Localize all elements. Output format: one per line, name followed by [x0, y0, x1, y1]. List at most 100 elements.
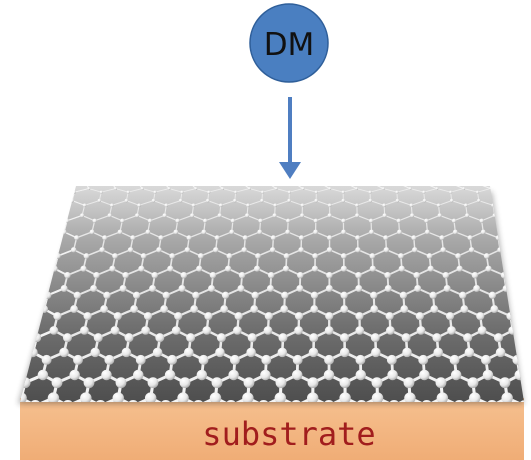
lattice-atom [370, 305, 379, 313]
lattice-atom [401, 333, 411, 343]
lattice-bond [115, 188, 129, 193]
lattice-atom [368, 190, 372, 194]
lattice-atom [190, 213, 195, 218]
lattice-bond [481, 214, 496, 222]
lattice-bond [47, 231, 65, 239]
lattice-bond [71, 200, 86, 206]
lattice-atom [197, 253, 204, 259]
lattice-atom [47, 392, 60, 402]
lattice-bond [315, 214, 331, 222]
lattice-atom [180, 271, 188, 279]
lattice-atom [410, 213, 415, 218]
lattice-atom [216, 333, 226, 343]
lattice-atom [287, 190, 291, 194]
lattice-atom [298, 235, 304, 241]
lattice-atom [254, 265, 261, 272]
lattice-atom [89, 229, 95, 235]
lattice-atom [70, 247, 77, 253]
lattice-bond [465, 200, 480, 206]
lattice-bond [207, 200, 222, 206]
lattice-bond [20, 186, 277, 190]
lattice-atom [52, 213, 57, 218]
lattice-bond [121, 214, 138, 222]
lattice-bond [521, 287, 524, 297]
lattice-atom [449, 354, 460, 365]
lattice-bond [20, 186, 465, 190]
lattice-atom [449, 198, 454, 203]
lattice-atom [194, 187, 198, 191]
lattice-bond [329, 214, 345, 222]
lattice-atom [137, 203, 141, 208]
lattice-atom [173, 229, 179, 235]
lattice-atom [455, 253, 461, 259]
lattice-atom [383, 247, 390, 253]
lattice-atom [488, 291, 497, 299]
lattice-atom [191, 203, 196, 208]
lattice-bond [519, 200, 524, 206]
lattice-atom [127, 247, 134, 253]
lattice-bond [26, 307, 46, 318]
lattice-atom [272, 213, 277, 218]
lattice-bond [509, 307, 524, 318]
lattice-bond [329, 188, 344, 193]
lattice-atom [140, 253, 147, 259]
lattice-atom [310, 291, 319, 299]
lattice-atom [141, 326, 150, 335]
lattice-atom [325, 312, 334, 321]
lattice-atom [104, 354, 115, 365]
lattice-bond [127, 188, 143, 193]
lattice-bond [149, 214, 166, 222]
lattice-atom [355, 326, 365, 335]
lattice-atom [147, 218, 153, 223]
lattice-bond [138, 200, 155, 206]
lattice-atom [450, 369, 462, 381]
lattice-atom [433, 347, 444, 358]
lattice-atom [459, 291, 467, 299]
lattice-atom [396, 218, 401, 223]
lattice-atom [202, 326, 212, 335]
lattice-atom [386, 354, 397, 365]
lattice-atom [312, 253, 319, 259]
lattice-bond [232, 214, 248, 222]
lattice-atom [258, 218, 263, 223]
lattice-bond [409, 188, 425, 193]
lattice-atom [368, 198, 373, 203]
lattice-bond [37, 267, 56, 277]
lattice-bond [47, 231, 65, 239]
lattice-bond [508, 214, 523, 222]
lattice-bond [20, 267, 27, 277]
lattice-atom [507, 218, 512, 223]
lattice-atom [419, 369, 430, 381]
lattice-atom [117, 229, 123, 235]
lattice-atom [115, 377, 127, 389]
lattice-atom [110, 203, 114, 208]
lattice-bond [369, 200, 385, 206]
lattice-atom [73, 354, 83, 365]
lattice-atom [175, 218, 180, 223]
lattice-atom [102, 235, 108, 241]
lattice-atom [32, 333, 42, 343]
lattice-atom [183, 347, 194, 358]
lattice-bond [525, 406, 527, 422]
lattice-bond [385, 231, 401, 239]
lattice-atom [384, 284, 392, 292]
lattice-atom [6, 423, 19, 436]
lattice-bond [154, 188, 170, 193]
lattice-atom [80, 392, 92, 402]
lattice-atom [1, 333, 10, 342]
lattice-bond [425, 214, 441, 222]
lattice-bond [262, 188, 277, 193]
lattice-bond [54, 204, 58, 216]
lattice-atom [326, 271, 333, 279]
lattice-bond [204, 214, 221, 222]
lattice-bond [20, 237, 22, 251]
lattice-atom [382, 203, 386, 208]
lattice-atom [297, 271, 304, 279]
lattice-bond [20, 186, 197, 190]
lattice-atom [192, 291, 200, 299]
lattice-bond [35, 220, 40, 233]
lattice-bond [20, 186, 491, 190]
lattice-bond [28, 248, 47, 257]
lattice-atom [113, 312, 122, 321]
lattice-atom [233, 198, 237, 203]
